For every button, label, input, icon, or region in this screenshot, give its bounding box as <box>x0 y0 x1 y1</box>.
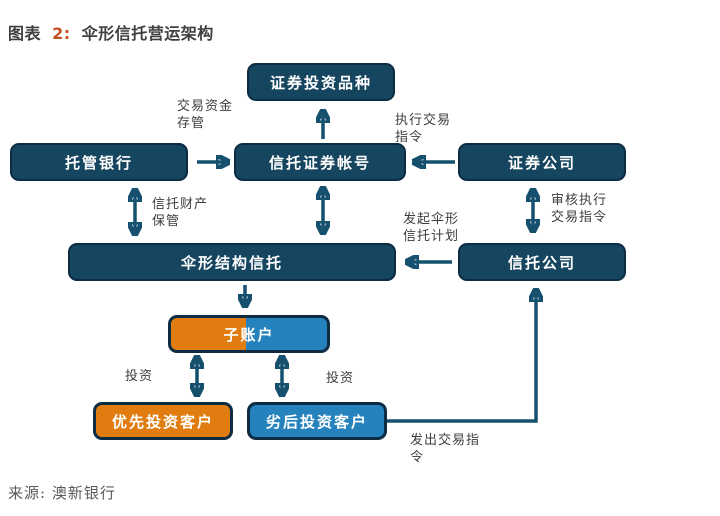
figure-title: 图表 2: 伞形信托营运架构 <box>8 20 219 44</box>
node-trust-securities-account: 信托证券帐号 <box>234 143 406 181</box>
edge-label-line: 信托计划 <box>403 229 460 245</box>
node-subordinate-investor: 劣后投资客户 <box>247 402 387 440</box>
node-label: 证券公司 <box>507 153 576 172</box>
edge-label-execute-trade-order: 执行交易 指令 <box>395 112 451 146</box>
figure-title-number: 2: <box>52 24 71 43</box>
node-umbrella-structure-trust: 伞形结构信托 <box>68 243 396 281</box>
node-custodian-bank: 托管银行 <box>10 143 188 181</box>
node-sub-account: 子账户 <box>168 315 330 353</box>
node-trust-company: 信托公司 <box>458 243 626 281</box>
node-label: 信托证券帐号 <box>268 153 371 172</box>
edge-label-line: 保管 <box>152 214 181 230</box>
node-label: 托管银行 <box>64 153 133 172</box>
edge-label-line: 存管 <box>177 116 206 132</box>
edge-label-invest-left: 投资 <box>125 368 153 385</box>
edge-label-line: 交易指令 <box>551 210 608 226</box>
edge-label-line: 发起伞形 <box>403 212 460 227</box>
figure-title-prefix: 图表 <box>8 24 42 43</box>
edge-label-trust-property-custody: 信托财产 保管 <box>152 196 208 230</box>
node-securities-company: 证券公司 <box>458 143 626 181</box>
node-label: 劣后投资客户 <box>265 412 368 431</box>
arrow-subordinate-to-trustco <box>387 292 536 423</box>
edge-label-review-execute-order: 审核执行 交易指令 <box>551 192 607 226</box>
figure-title-text: 伞形信托营运架构 <box>81 24 214 43</box>
edge-label-initiate-umbrella-plan: 发起伞形 信托计划 <box>403 211 459 245</box>
edge-label-line: 令 <box>410 450 425 466</box>
node-label: 子账户 <box>223 325 275 344</box>
edge-label-line: 执行交易 <box>395 113 452 128</box>
edge-label-line: 指令 <box>395 130 424 146</box>
edge-label-line: 发出交易指 <box>410 433 481 448</box>
edge-label-line: 投资 <box>326 371 355 386</box>
edge-label-line: 信托财产 <box>152 197 209 212</box>
node-label: 伞形结构信托 <box>180 253 283 272</box>
node-label: 证券投资品种 <box>269 73 372 92</box>
node-securities-investment-products: 证券投资品种 <box>247 63 395 101</box>
node-label: 优先投资客户 <box>111 412 214 431</box>
source-note: 来源: 澳新银行 <box>8 484 116 502</box>
edge-label-line: 投资 <box>125 369 154 384</box>
edge-label-line: 交易资金 <box>177 99 234 114</box>
node-label: 信托公司 <box>507 253 576 272</box>
edge-label-issue-trade-order: 发出交易指 令 <box>410 432 480 466</box>
edge-label-invest-right: 投资 <box>326 370 354 387</box>
edge-label-line: 审核执行 <box>551 193 608 208</box>
node-priority-investor: 优先投资客户 <box>93 402 233 440</box>
edge-label-trade-funds-custody: 交易资金 存管 <box>177 98 233 132</box>
